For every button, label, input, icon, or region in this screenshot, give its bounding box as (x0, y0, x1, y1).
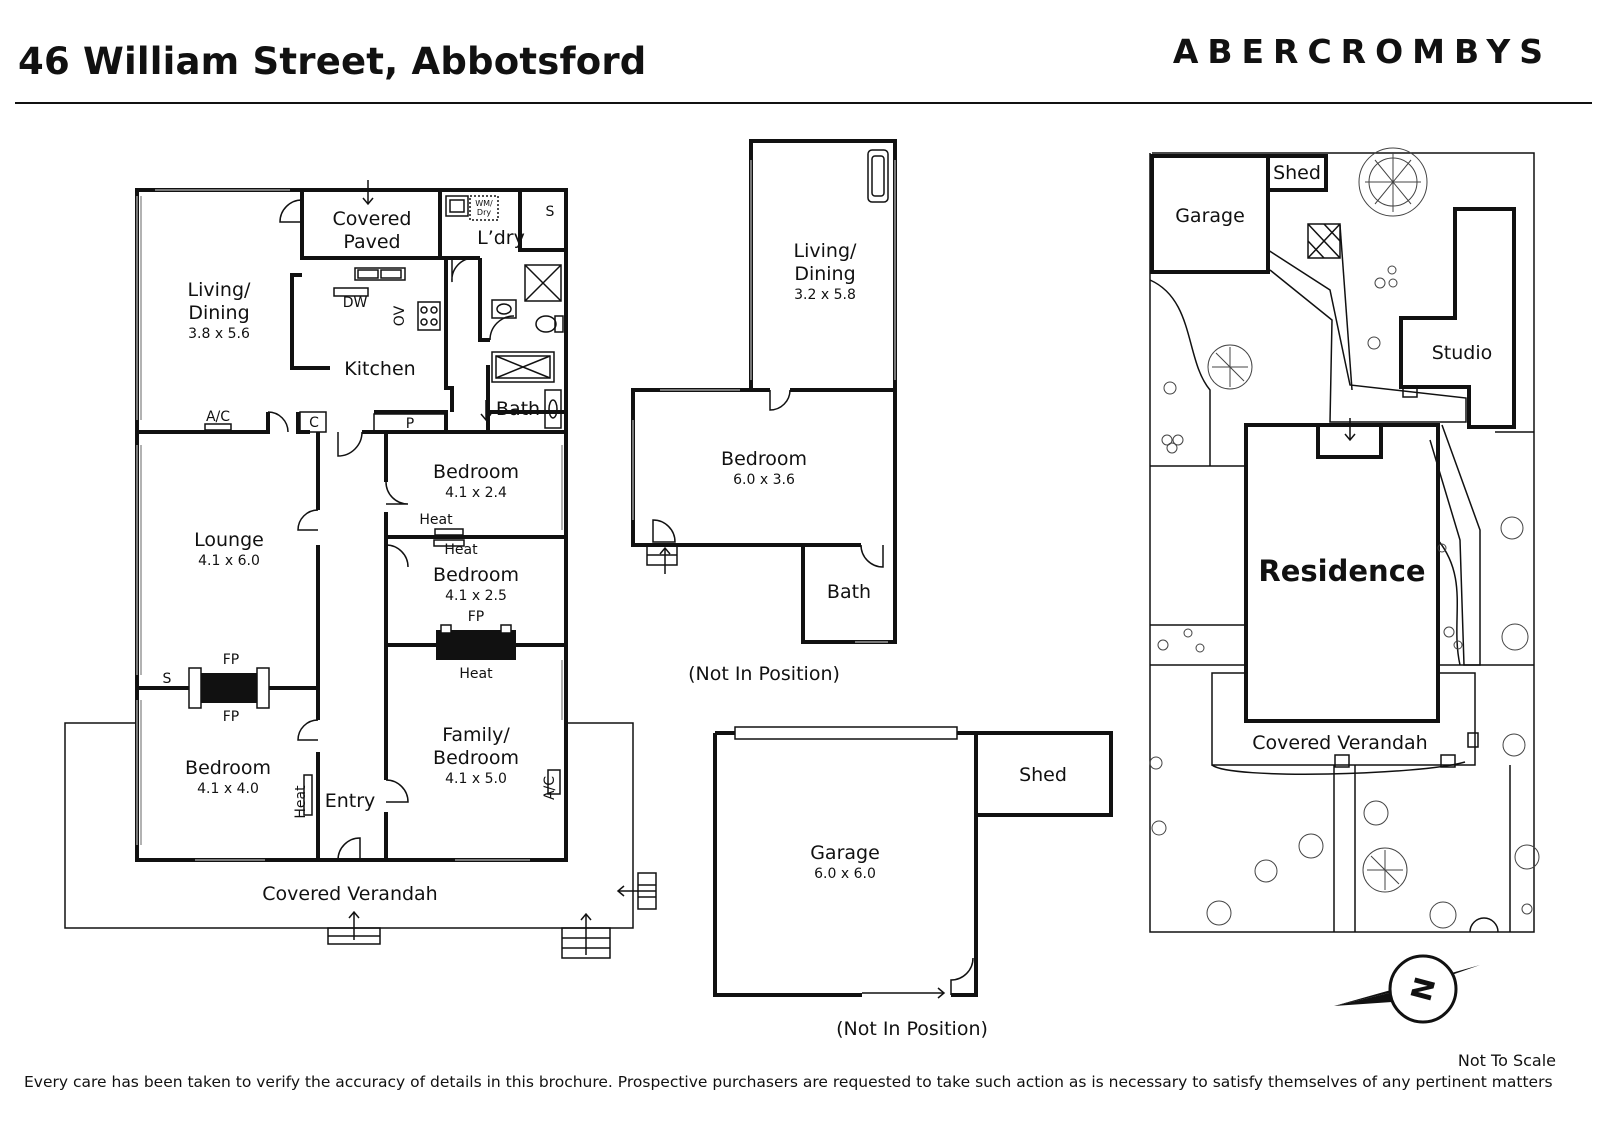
site-garage-label: Garage (1175, 205, 1245, 227)
svg-text:WM/: WM/ (475, 199, 493, 208)
studio-bedroom-label: Bedroom (721, 448, 807, 470)
svg-text:3.2 x 5.8: 3.2 x 5.8 (794, 287, 856, 303)
svg-text:A/C: A/C (206, 409, 230, 425)
bedroom-3-label: Bedroom (185, 757, 271, 779)
svg-text:Heat: Heat (293, 785, 309, 819)
wm-dry-box (469, 195, 499, 221)
shower-icon (524, 264, 562, 302)
site-residence-label: Residence (1258, 554, 1425, 588)
svg-text:6.0 x 3.6: 6.0 x 3.6 (733, 472, 795, 488)
lounge-label: Lounge (194, 529, 264, 551)
svg-text:Paved: Paved (343, 231, 400, 253)
agency-logo: ABERCROMBYS (1172, 32, 1552, 71)
garage-outer-wall (715, 731, 978, 997)
svg-text:Dry: Dry (477, 208, 491, 217)
studio-living-label: Living/ (794, 240, 857, 262)
toilet-icon (535, 315, 557, 333)
site-studio-label: Studio (1432, 342, 1493, 364)
bath-label: Bath (496, 398, 540, 420)
pantry-p (373, 413, 447, 433)
svg-text:3.8 x 5.6: 3.8 x 5.6 (188, 326, 250, 342)
svg-text:FP: FP (468, 609, 485, 625)
svg-text:4.1 x 2.5: 4.1 x 2.5 (445, 588, 507, 604)
site-studio (1399, 207, 1516, 429)
svg-text:4.1 x 6.0: 4.1 x 6.0 (198, 553, 260, 569)
bathtub-icon (491, 351, 555, 383)
svg-text:FP: FP (223, 709, 240, 725)
header-divider (15, 102, 1592, 104)
svg-text:FP: FP (223, 652, 240, 668)
laundry-trough (445, 195, 469, 217)
svg-text:S: S (546, 204, 555, 220)
svg-text:DW: DW (343, 295, 368, 311)
svg-text:A/C: A/C (542, 776, 558, 800)
kitchen-label: Kitchen (344, 358, 415, 380)
not-to-scale-note: Not To Scale (1457, 1051, 1556, 1070)
kitchen-sink-icon (354, 267, 406, 281)
laundry-label: L’dry (477, 227, 525, 249)
svg-text:4.1 x 5.0: 4.1 x 5.0 (445, 771, 507, 787)
disclaimer-text: Every care has been taken to verify the … (24, 1073, 1553, 1091)
svg-text:Bedroom: Bedroom (433, 747, 519, 769)
svg-text:C: C (309, 415, 319, 431)
site-shed-label: Shed (1273, 162, 1321, 184)
compass-icon: N (1334, 954, 1480, 1024)
site-verandah-label: Covered Verandah (1252, 732, 1427, 754)
family-bedroom-label: Family/ (442, 724, 510, 746)
svg-text:6.0 x 6.0: 6.0 x 6.0 (814, 866, 876, 882)
svg-text:4.1 x 2.4: 4.1 x 2.4 (445, 485, 507, 501)
svg-text:Heat: Heat (419, 512, 453, 528)
vanity-icon (491, 299, 517, 319)
svg-text:Dining: Dining (188, 302, 249, 324)
site-residence (1244, 423, 1440, 723)
svg-text:P: P (406, 416, 414, 432)
svg-text:OV: OV (392, 305, 408, 326)
studio-bath-label: Bath (827, 581, 871, 603)
bedroom-1-label: Bedroom (433, 461, 519, 483)
covered-verandah-label: Covered Verandah (262, 883, 437, 905)
bedroom-2-label: Bedroom (433, 564, 519, 586)
garage-floor-plan: Garage 6.0 x 6.0 Shed (Not In Position) (713, 726, 1113, 1040)
garage-door (734, 726, 958, 740)
svg-text:Heat: Heat (444, 542, 478, 558)
site-garage (1150, 154, 1270, 274)
svg-text:S: S (163, 671, 172, 687)
svg-text:Heat: Heat (459, 666, 493, 682)
garage-not-in-position: (Not In Position) (836, 1018, 988, 1040)
main-house-plan: Living/ Dining 3.8 x 5.6 Covered Paved L… (64, 180, 657, 959)
fireplace-lounge (193, 673, 265, 703)
svg-text:4.1 x 4.0: 4.1 x 4.0 (197, 781, 259, 797)
tree-icon (1149, 147, 1540, 929)
fireplace-bedroom (436, 630, 516, 660)
shed-label: Shed (1019, 764, 1067, 786)
studio-floor-plan: Living/ Dining 3.2 x 5.8 Bedroom 6.0 x 3… (631, 139, 897, 685)
studio-not-in-position: (Not In Position) (688, 663, 840, 685)
covered-paved-label: Covered (333, 208, 412, 230)
studio-bath-icon (867, 149, 889, 203)
svg-text:Dining: Dining (794, 263, 855, 285)
property-address: 46 William Street, Abbotsford (18, 40, 647, 83)
stove-icon (417, 301, 441, 331)
living-dining-label: Living/ (188, 279, 251, 301)
garage-label: Garage (810, 842, 880, 864)
entry-label: Entry (325, 790, 376, 812)
site-plan: N Garage Shed Studio Residence Covered V… (1149, 147, 1540, 1024)
cupboard-c (299, 411, 327, 433)
